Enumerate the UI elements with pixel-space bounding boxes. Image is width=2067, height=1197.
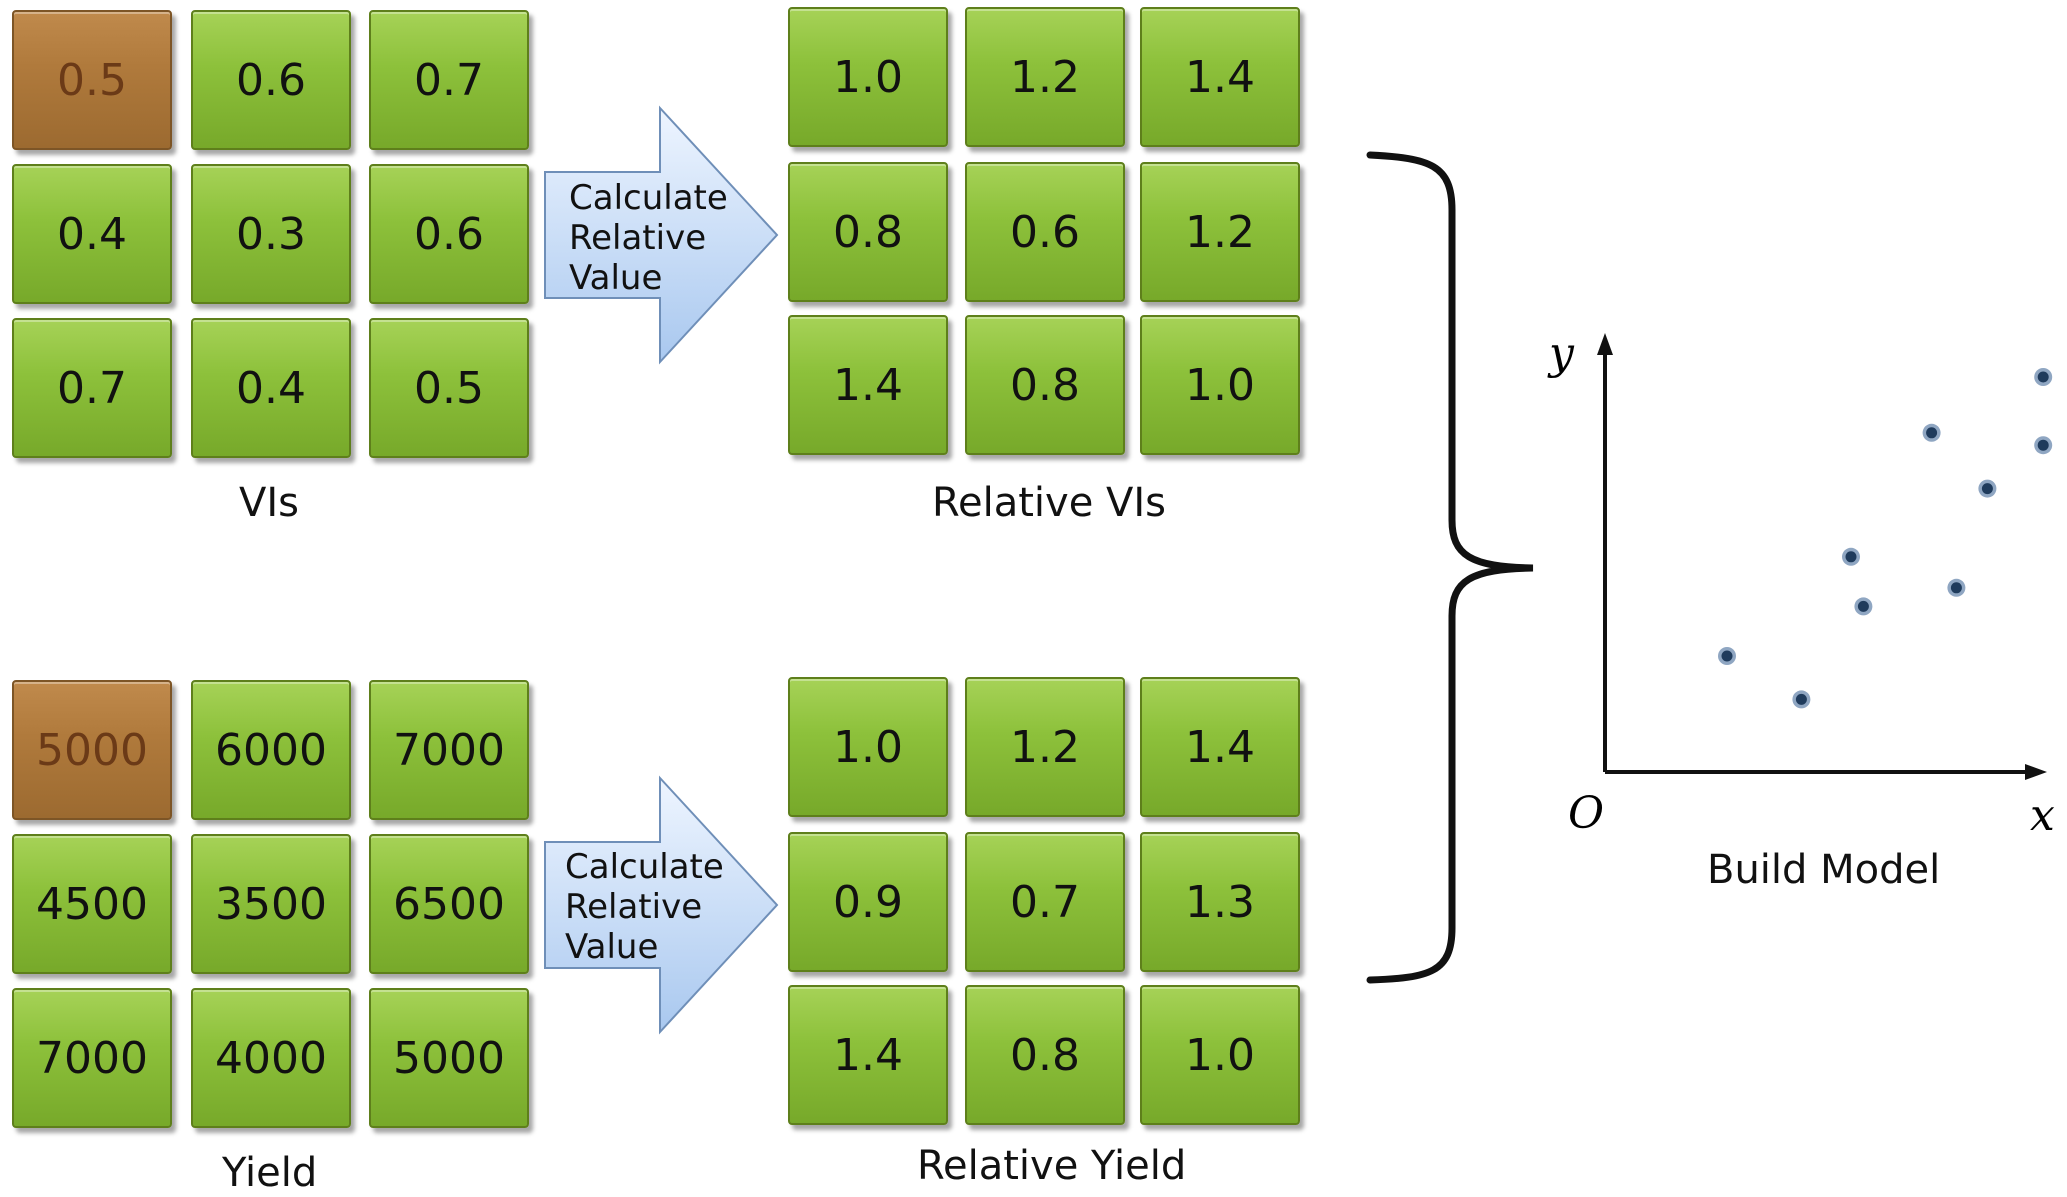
vis-cell: 0.4	[12, 164, 172, 304]
bottom-arrow-label-line1: Calculate	[565, 847, 724, 887]
relative-vis-caption: Relative VIs	[932, 480, 1167, 526]
model-point	[2037, 371, 2049, 383]
yield-cell: 7000	[12, 988, 172, 1128]
bottom-arrow-label-line2: Relative	[565, 887, 703, 927]
bottom-arrow-label-line3: Value	[565, 927, 659, 967]
model-point	[1857, 600, 1869, 612]
vis-caption: VIs	[239, 480, 299, 526]
y-axis-arrowhead-icon	[1597, 333, 1613, 355]
vis-cell: 0.3	[191, 164, 351, 304]
bottom-calculate-arrow-shape	[544, 775, 779, 1035]
origin-label: O	[1568, 788, 1604, 839]
relative-vis-cell: 1.2	[1140, 162, 1300, 302]
relative-vis-cell: 1.2	[965, 7, 1125, 147]
yield-cell: 7000	[369, 680, 529, 820]
model-points	[1718, 368, 2053, 709]
relative-vis-cell: 1.4	[1140, 7, 1300, 147]
relative-yield-cell: 1.4	[1140, 677, 1300, 817]
yield-cell: 6500	[369, 834, 529, 974]
model-point	[1950, 582, 1962, 594]
relative-yield-cell: 0.7	[965, 832, 1125, 972]
relative-yield-cell: 0.8	[965, 985, 1125, 1125]
relative-yield-cell: 1.3	[1140, 832, 1300, 972]
x-axis-arrowhead-icon	[2025, 764, 2047, 780]
relative-yield-caption: Relative Yield	[917, 1143, 1187, 1189]
yield-cell: 3500	[191, 834, 351, 974]
y-axis-label: y	[1547, 328, 1575, 379]
vis-cell: 0.5	[369, 318, 529, 458]
relative-vis-cell: 1.0	[1140, 315, 1300, 455]
relative-yield-cell: 0.9	[788, 832, 948, 972]
x-axis-label: x	[2030, 790, 2055, 841]
top-arrow-label-line2: Relative	[569, 218, 707, 258]
relative-yield-cell: 1.0	[1140, 985, 1300, 1125]
relative-yield-cell: 1.4	[788, 985, 948, 1125]
model-point	[1926, 427, 1938, 439]
yield-cell: 4000	[191, 988, 351, 1128]
yield-cell-reference: 5000	[12, 680, 172, 820]
vis-cell: 0.6	[369, 164, 529, 304]
model-point	[1795, 693, 1807, 705]
model-point	[1721, 650, 1733, 662]
yield-cell: 4500	[12, 834, 172, 974]
relative-yield-cell: 1.2	[965, 677, 1125, 817]
vis-cell: 0.6	[191, 10, 351, 150]
model-point	[1845, 551, 1857, 563]
top-arrow-label: Calculate Relative Value	[569, 178, 728, 298]
vis-cell: 0.4	[191, 318, 351, 458]
vis-cell-reference: 0.5	[12, 10, 172, 150]
bottom-arrow-label: Calculate Relative Value	[565, 847, 724, 967]
relative-vis-cell: 0.6	[965, 162, 1125, 302]
model-caption: Build Model	[1707, 847, 1941, 893]
relative-vis-cell: 1.4	[788, 315, 948, 455]
yield-cell: 6000	[191, 680, 351, 820]
yield-cell: 5000	[369, 988, 529, 1128]
model-point	[2037, 439, 2049, 451]
top-arrow-label-line1: Calculate	[569, 178, 728, 218]
model-point	[1981, 483, 1993, 495]
yield-caption: Yield	[222, 1150, 318, 1196]
relative-vis-cell: 0.8	[965, 315, 1125, 455]
vis-cell: 0.7	[369, 10, 529, 150]
top-arrow-label-line3: Value	[569, 258, 663, 298]
relative-vis-cell: 0.8	[788, 162, 948, 302]
vis-cell: 0.7	[12, 318, 172, 458]
relative-vis-cell: 1.0	[788, 7, 948, 147]
relative-yield-cell: 1.0	[788, 677, 948, 817]
